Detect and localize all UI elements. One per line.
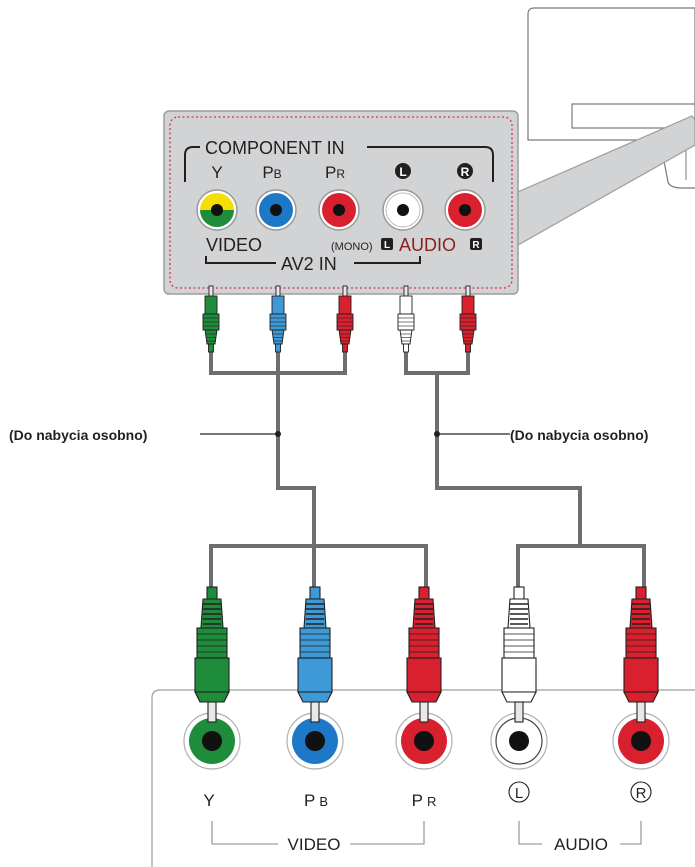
- small-plug-green: [202, 285, 220, 353]
- panel-jack-audio-r: [444, 189, 486, 231]
- big-plug-white: [501, 586, 537, 723]
- panel-dashed-border: [169, 116, 513, 289]
- small-plug-red-video: [336, 285, 354, 353]
- cable-lines: [200, 352, 646, 589]
- big-plug-red-audio: [623, 586, 659, 723]
- device-label-y: Y: [203, 791, 214, 810]
- big-plugs: [194, 586, 659, 723]
- component-in-bracket: [184, 146, 494, 182]
- small-plug-blue: [269, 285, 287, 353]
- svg-text:L: L: [384, 240, 390, 251]
- panel-jack-audio-l: [382, 189, 424, 231]
- av2-in-label: AV2 IN: [281, 254, 337, 274]
- panel-badge-l: L: [395, 163, 411, 179]
- big-plug-blue: [297, 586, 333, 723]
- panel-label-pb: PB: [262, 163, 281, 182]
- device-panel: [151, 689, 695, 867]
- panel-badge-r: R: [457, 163, 473, 179]
- panel-label-y: Y: [211, 163, 222, 182]
- small-plugs: [202, 285, 477, 353]
- device-jack-y: [183, 712, 241, 770]
- device-video-bracket: [211, 821, 425, 845]
- panel-audio-badge: R: [470, 238, 482, 251]
- svg-text:L: L: [399, 165, 406, 179]
- svg-text:L: L: [515, 785, 523, 802]
- panel-video-label: VIDEO: [206, 235, 262, 255]
- device-video-label: VIDEO: [288, 835, 341, 854]
- device-label-l: L: [508, 781, 530, 803]
- panel-label-pr: PR: [325, 163, 345, 182]
- cable-dot-right: [434, 431, 440, 437]
- svg-text:R: R: [461, 165, 470, 179]
- av2-in-bracket: [205, 256, 421, 264]
- panel-jack-pr: [318, 189, 360, 231]
- panel-mono-badge: L: [381, 238, 393, 251]
- svg-text:R: R: [636, 785, 647, 802]
- big-plug-red-video: [406, 586, 442, 723]
- small-plug-red-audio: [459, 285, 477, 353]
- device-audio-label: AUDIO: [554, 835, 608, 854]
- device-jack-pb: [286, 712, 344, 770]
- panel-jack-y: [196, 189, 238, 231]
- panel-jack-pb: [255, 189, 297, 231]
- device-jack-audio-r: [612, 712, 670, 770]
- cable-label-left: (Do nabycia osobno): [9, 427, 147, 443]
- panel-mono-label: (MONO): [331, 241, 373, 253]
- cable-dot-left: [275, 431, 281, 437]
- svg-text:R: R: [472, 240, 480, 251]
- panel-audio-label: AUDIO: [399, 235, 456, 255]
- component-in-title: COMPONENT IN: [205, 138, 345, 158]
- cable-label-right: (Do nabycia osobno): [510, 427, 648, 443]
- device-audio-bracket: [518, 821, 642, 845]
- small-plug-white: [397, 285, 415, 353]
- device-label-r: R: [630, 781, 652, 803]
- big-plug-green: [194, 586, 230, 723]
- device-jack-pr: [395, 712, 453, 770]
